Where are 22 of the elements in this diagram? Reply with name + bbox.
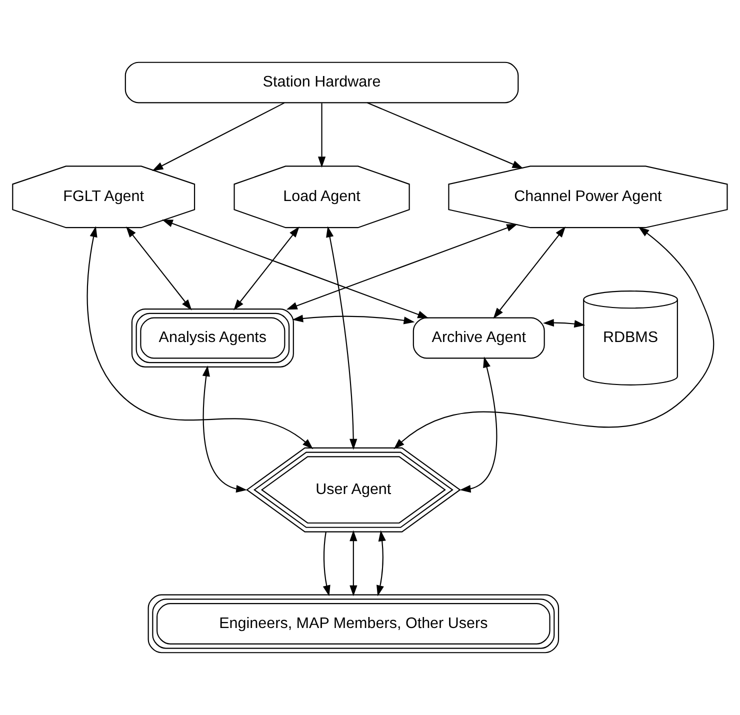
arrow <box>367 102 524 169</box>
arrow <box>318 103 326 168</box>
node-box: Engineers, MAP Members, Other Users <box>148 594 560 654</box>
node-box: Analysis Agents <box>131 308 294 368</box>
arrow <box>162 220 429 318</box>
arrow <box>292 314 415 324</box>
arrow <box>234 226 300 310</box>
arrow <box>460 356 498 493</box>
arrow <box>286 224 518 310</box>
arrow <box>322 532 330 596</box>
arrow <box>376 530 386 596</box>
arrow <box>126 226 192 310</box>
node-box: Archive Agent <box>412 317 545 359</box>
arrow <box>350 530 358 596</box>
arrow <box>202 365 248 493</box>
node-box: Station Hardware <box>124 62 519 104</box>
arrow <box>493 226 566 319</box>
arrow <box>152 102 285 171</box>
arrow <box>542 319 586 328</box>
arrow <box>326 226 358 450</box>
arrow <box>86 226 314 450</box>
arrow <box>394 226 714 450</box>
